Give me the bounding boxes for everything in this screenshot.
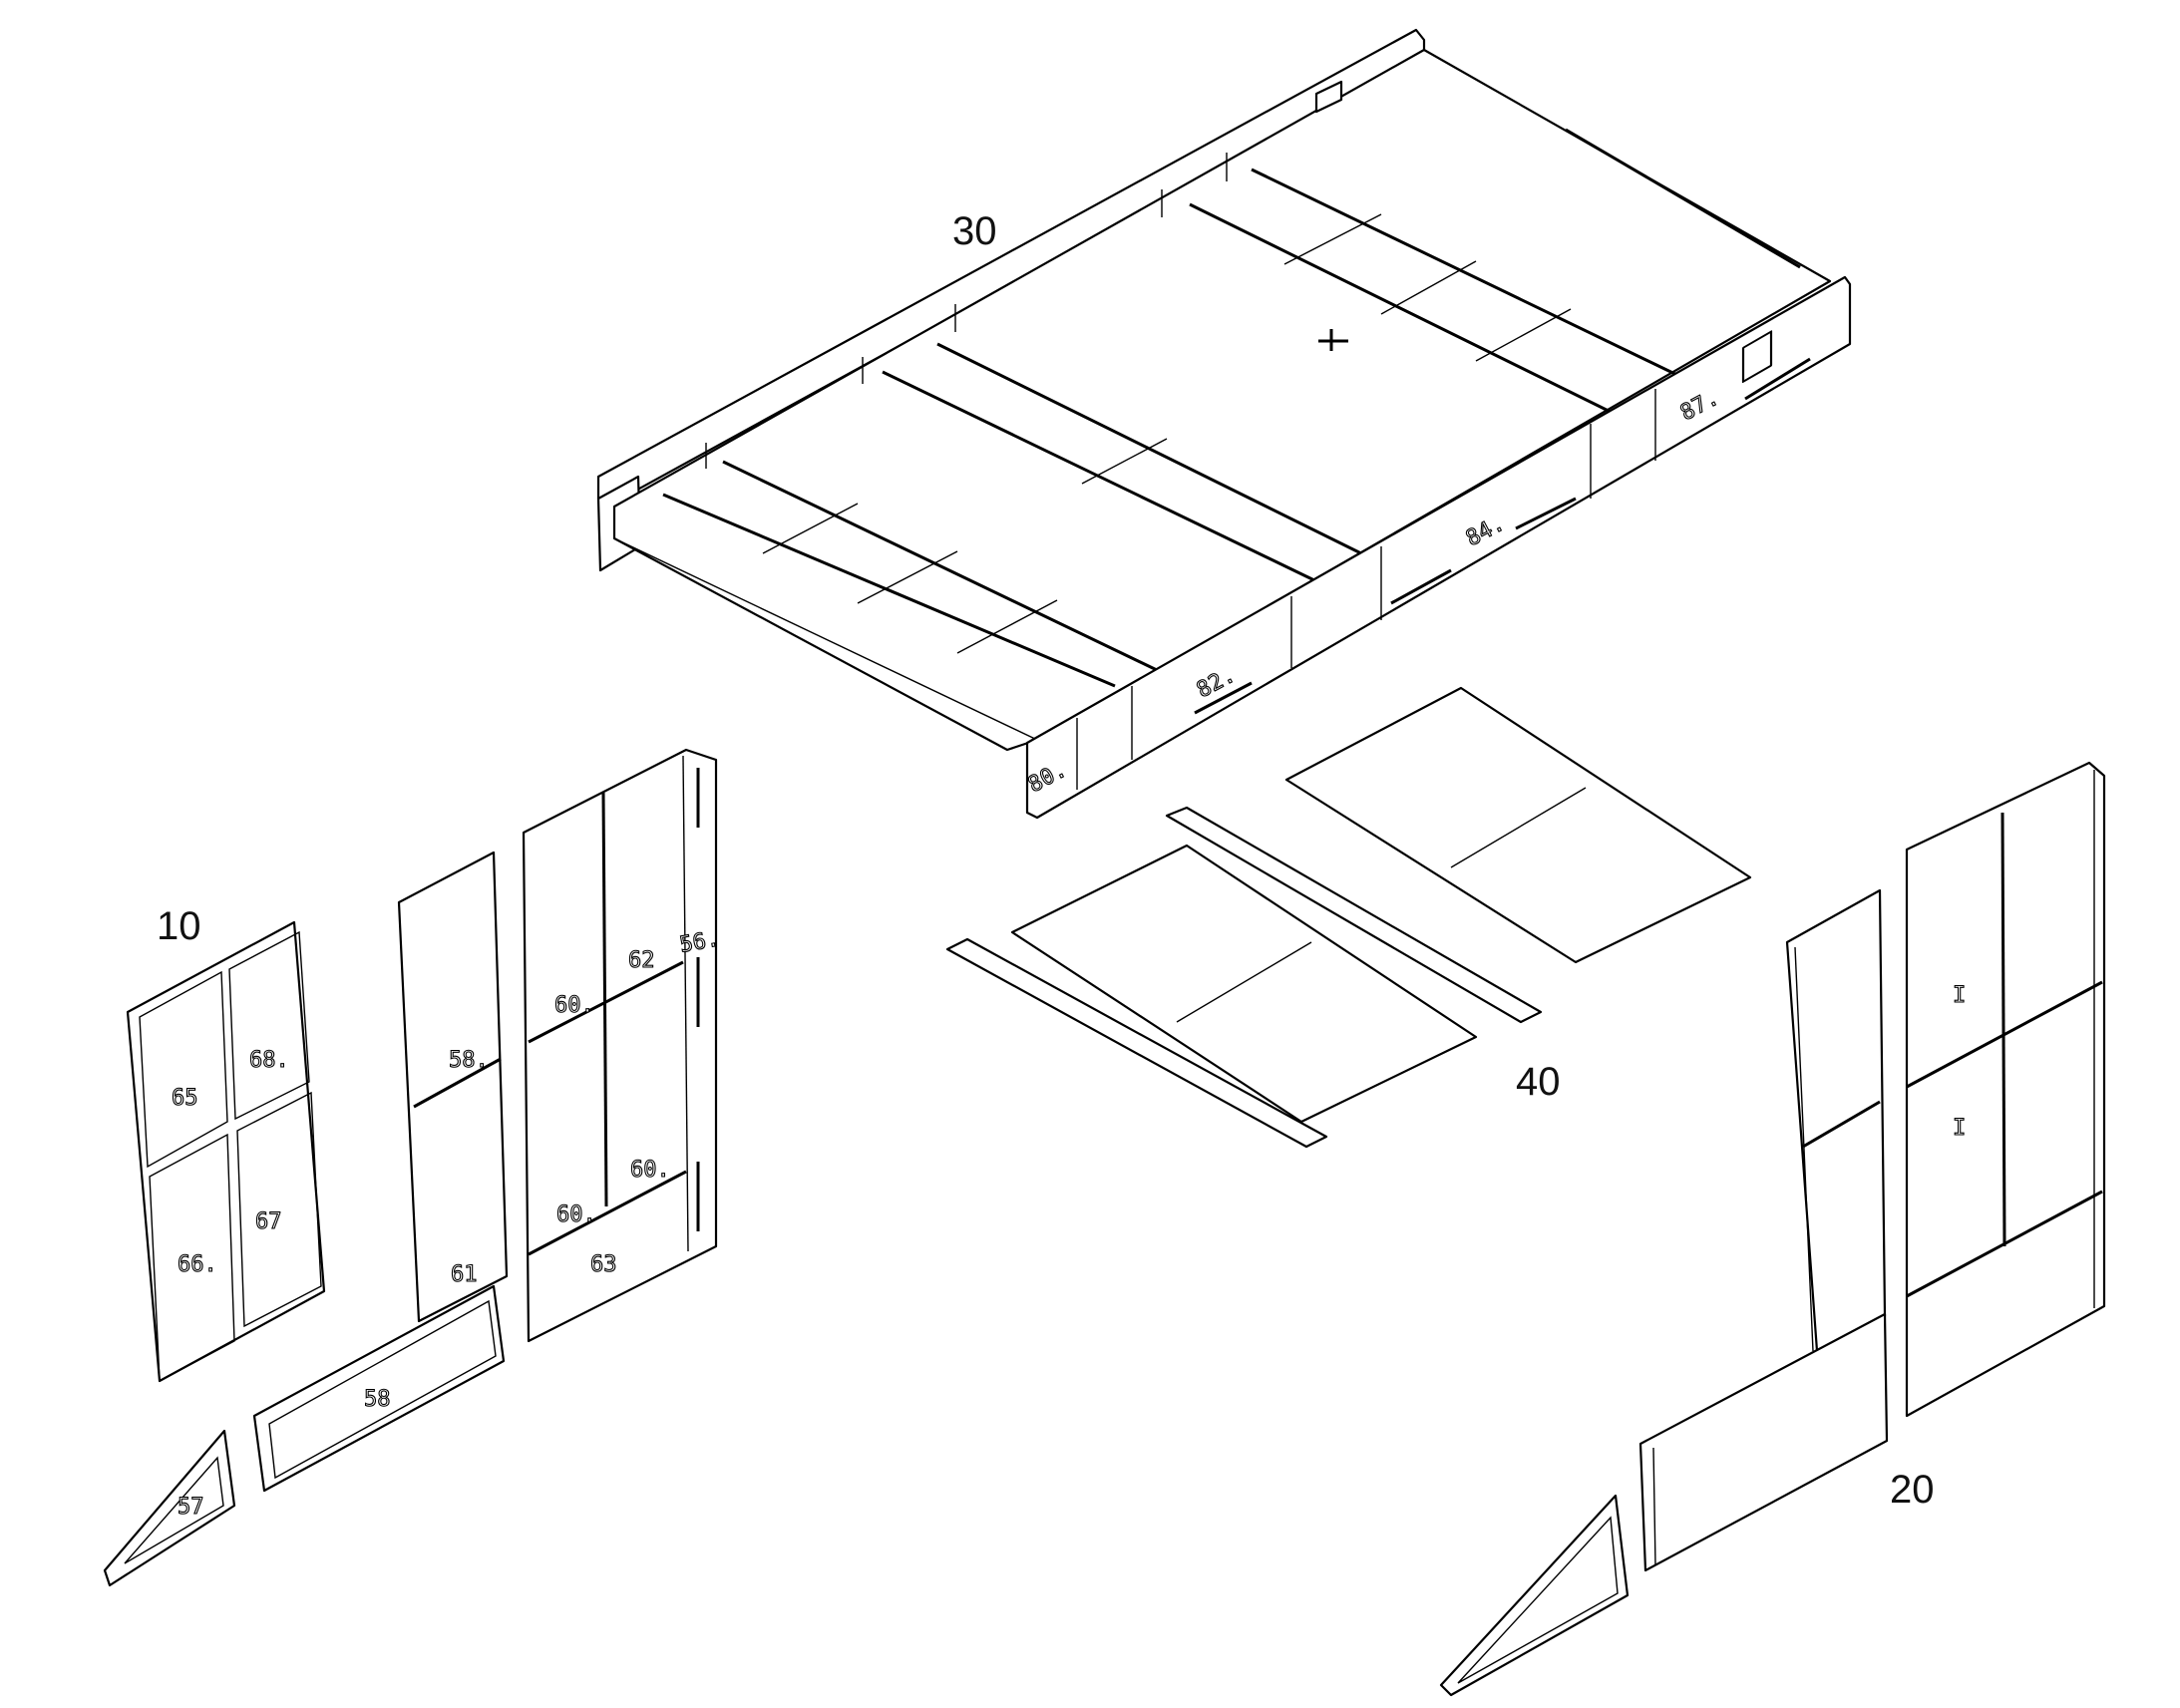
panel-long [252, 1284, 506, 1493]
label-60-c: 60. [630, 1158, 670, 1183]
front-rail [1025, 275, 1852, 820]
tray-assembly: 80. 82. 84. 87. [596, 28, 1852, 820]
label-68: 68. [249, 1048, 289, 1073]
label-60-b: 60. [556, 1202, 596, 1227]
panel-group-d [1905, 761, 2106, 1418]
panel-group-a [126, 920, 326, 1383]
floor-sheets [945, 686, 1752, 1149]
label-60-a: 60. [554, 993, 594, 1018]
ref-10: 10 [157, 904, 201, 948]
ref-40: 40 [1516, 1060, 1561, 1104]
panel-narrow [1785, 888, 1887, 1353]
right-wall-panels: I I [1439, 761, 2106, 1697]
label-67: 67 [255, 1209, 282, 1234]
label-I-upper: I [1953, 983, 1966, 1008]
label-58-upper: 58. [449, 1048, 489, 1073]
label-65: 65 [172, 1086, 198, 1111]
left-wall-panels: 65 68. 66. 67 58. 61 60. 62 60. 60. 63 5… [103, 748, 722, 1587]
label-62: 62 [628, 948, 655, 973]
ref-20: 20 [1890, 1468, 1935, 1512]
brace-right [1439, 1494, 1630, 1697]
label-57: 57 [178, 1495, 204, 1520]
label-61: 61 [451, 1262, 478, 1287]
brace-left [103, 1429, 236, 1587]
ref-30: 30 [952, 209, 997, 253]
strip-lower [945, 937, 1328, 1149]
label-66: 66. [178, 1252, 217, 1277]
sheet-lower [1010, 844, 1478, 1124]
label-63: 63 [590, 1252, 617, 1277]
label-I-lower: I [1953, 1116, 1966, 1141]
label-58-long: 58 [364, 1387, 391, 1412]
base-plate [1638, 1312, 1889, 1572]
panel-group-c [522, 748, 718, 1343]
strip-upper [1165, 806, 1543, 1024]
sheet-upper [1284, 686, 1752, 964]
